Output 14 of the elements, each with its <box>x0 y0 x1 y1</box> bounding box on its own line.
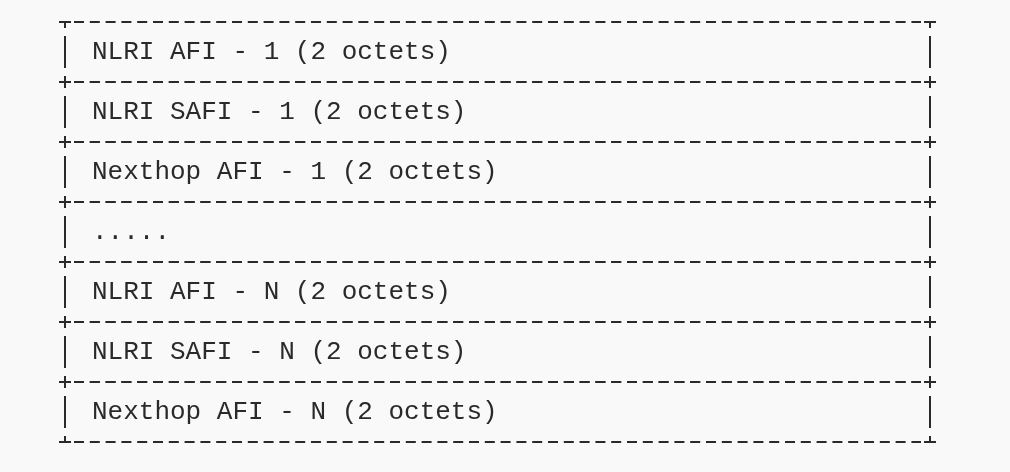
field-label: NLRI SAFI - 1 (2 octets) <box>92 97 467 127</box>
field-label: NLRI AFI - N (2 octets) <box>92 277 451 307</box>
packet-field <box>58 321 938 383</box>
packet-field <box>58 261 938 323</box>
field-label: Nexthop AFI - 1 (2 octets) <box>92 157 498 187</box>
packet-field <box>58 381 938 443</box>
packet-field <box>58 141 938 203</box>
field-label: NLRI SAFI - N (2 octets) <box>92 337 467 367</box>
field-label: Nexthop AFI - N (2 octets) <box>92 397 498 427</box>
packet-field <box>58 81 938 143</box>
field-label: NLRI AFI - 1 (2 octets) <box>92 37 451 67</box>
packet-field <box>58 21 938 83</box>
field-label: ..... <box>92 217 170 247</box>
packet-field <box>58 201 938 263</box>
